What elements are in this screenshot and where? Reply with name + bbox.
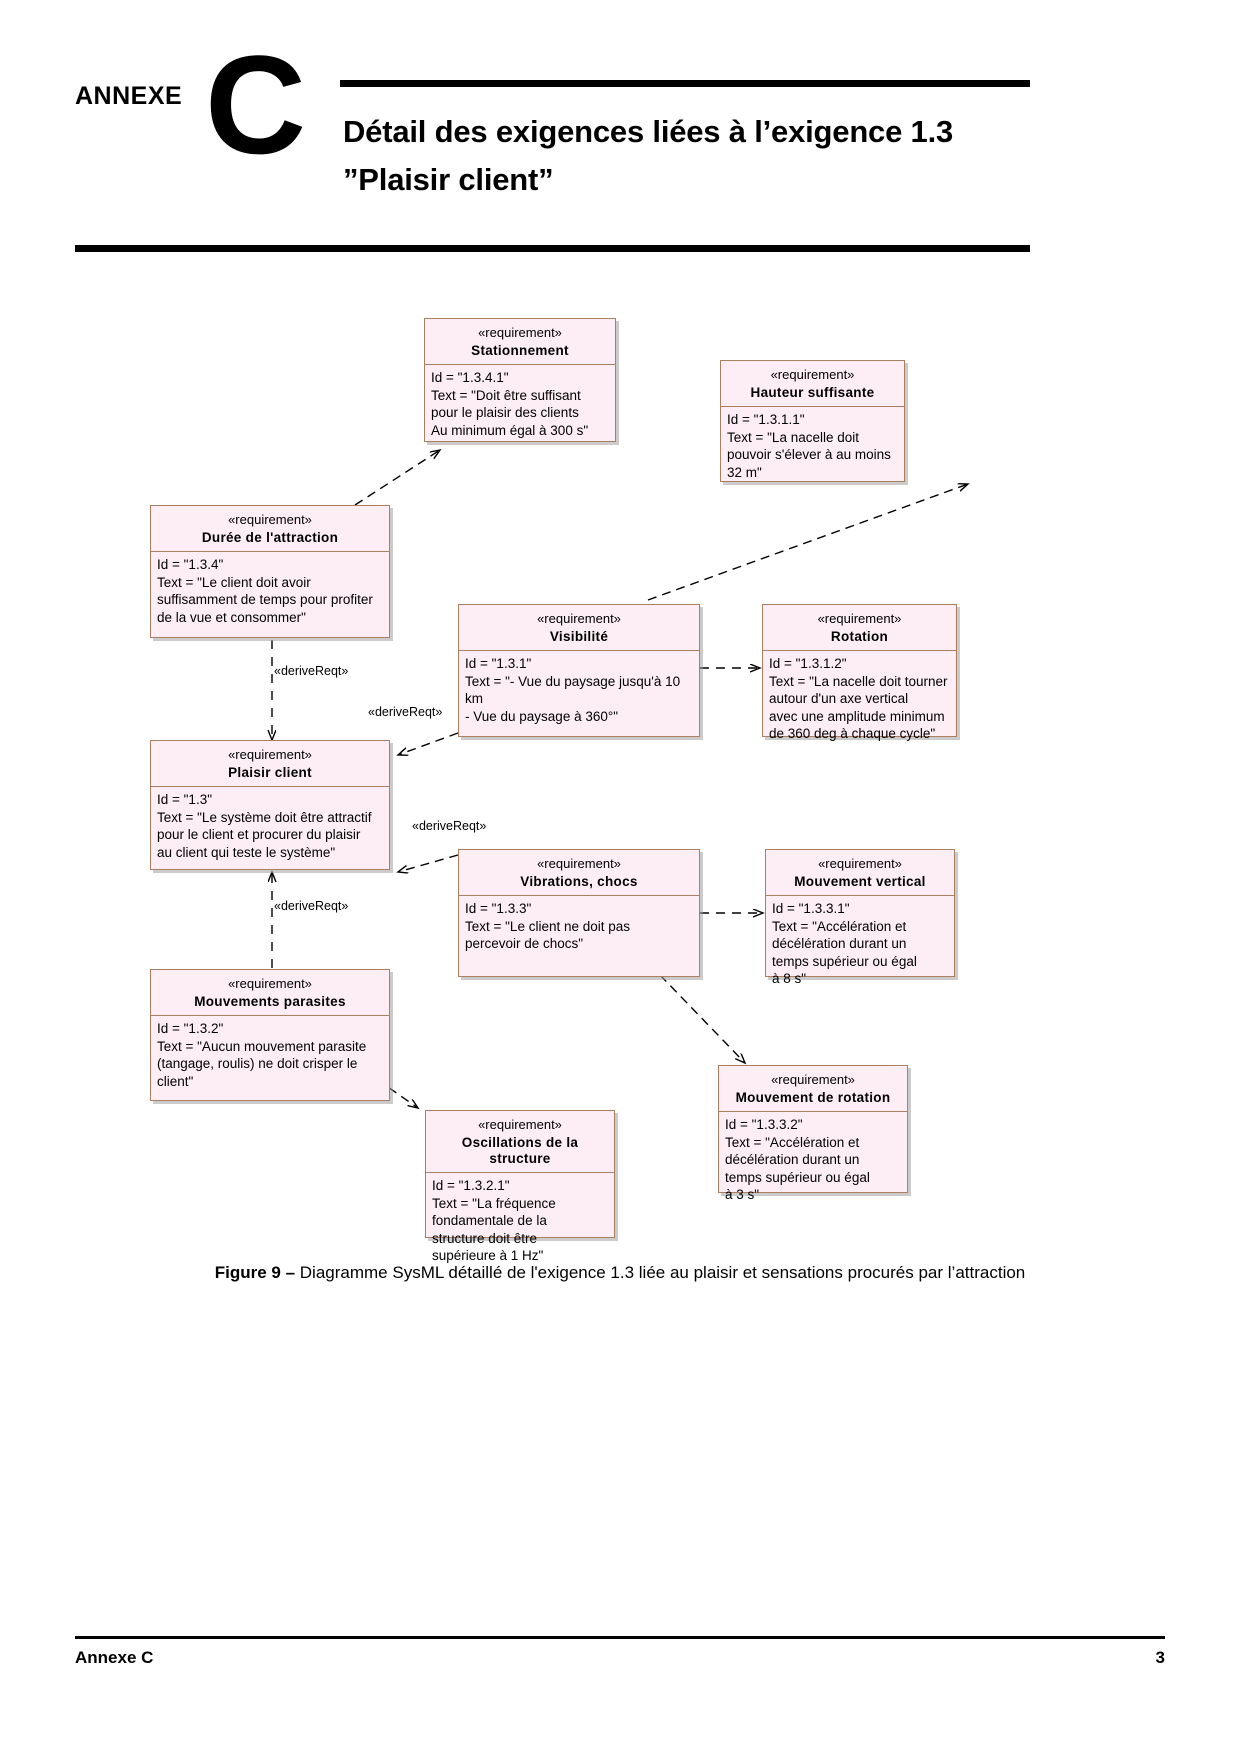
requirement-stereotype: «requirement» [537,611,621,626]
requirement-header: «requirement» Mouvement vertical [766,850,954,896]
requirement-node-mouvement-vertical[interactable]: «requirement» Mouvement vertical Id = "1… [765,849,955,986]
edge-label-visibilite-to-plaisir: «deriveReqt» [368,705,443,719]
requirement-header: «requirement» Vibrations, chocs [459,850,699,896]
requirement-stereotype: «requirement» [228,747,312,762]
requirement-node-stationnement[interactable]: «requirement» Stationnement Id = "1.3.4.… [424,318,616,442]
requirement-header: «requirement» Hauteur suffisante [721,361,904,407]
requirement-name: Mouvement de rotation [735,1090,891,1105]
requirement-name: Mouvement vertical [794,874,926,889]
annex-header: ANNEXE C Détail des exigences liées à l’… [75,35,1165,260]
requirement-name: Oscillations de la structure [461,1135,579,1166]
footer-rule [75,1636,1165,1639]
requirement-name: Vibrations, chocs [520,874,638,889]
edge-vibrations-to-plaisir [398,854,459,872]
requirement-body: Id = "1.3.1.2" Text = "La nacelle doit t… [769,656,948,741]
requirement-name: Stationnement [471,343,569,358]
edge-vibrations-to-mouvement-rotation [659,974,745,1063]
requirement-header: «requirement» Oscillations de la structu… [426,1111,614,1173]
requirement-node-vibrations-chocs[interactable]: «requirement» Vibrations, chocs Id = "1.… [458,849,700,977]
requirement-body: Id = "1.3.4.1" Text = "Doit être suffisa… [431,370,589,438]
annex-letter: C [205,26,307,183]
requirement-body: Id = "1.3.3.1" Text = "Accélération et d… [772,901,917,986]
figure-caption: Figure 9 – Diagramme SysML détaillé de l… [150,1258,1090,1287]
requirement-node-mouvement-de-rotation[interactable]: «requirement» Mouvement de rotation Id =… [718,1065,908,1202]
requirement-header: «requirement» Plaisir client [151,741,389,787]
requirement-stereotype: «requirement» [228,512,312,527]
edge-visibilite-to-hauteur [647,484,968,601]
requirement-node-mouvements-parasites[interactable]: «requirement» Mouvements parasites Id = … [150,969,390,1101]
header-rule-bottom [75,245,1030,252]
requirement-name: Hauteur suffisante [750,385,875,400]
requirement-name: Mouvements parasites [194,994,346,1009]
figure-caption-text: Diagramme SysML détaillé de l'exigence 1… [295,1263,1026,1282]
requirement-node-oscillations-structure[interactable]: «requirement» Oscillations de la structu… [425,1110,615,1263]
requirement-body: Id = "1.3.4" Text = "Le client doit avoi… [157,557,373,625]
requirement-body: Id = "1.3.3" Text = "Le client ne doit p… [465,901,631,951]
requirement-node-plaisir-client[interactable]: «requirement» Plaisir client Id = "1.3" … [150,740,390,870]
requirement-node-hauteur-suffisante[interactable]: «requirement» Hauteur suffisante Id = "1… [720,360,905,482]
requirement-node-visibilite[interactable]: «requirement» Visibilité Id = "1.3.1" Te… [458,604,700,737]
requirement-header: «requirement» Visibilité [459,605,699,651]
edge-duree-to-stationnement [354,450,440,506]
edge-label-parasites-to-plaisir: «deriveReqt» [274,899,349,913]
requirement-node-rotation[interactable]: «requirement» Rotation Id = "1.3.1.2" Te… [762,604,957,741]
requirement-stereotype: «requirement» [770,367,855,382]
edge-label-duree-to-plaisir: «deriveReqt» [274,664,349,678]
requirement-header: «requirement» Rotation [763,605,956,651]
footer-page-number: 3 [1155,1648,1165,1667]
header-rule-top [340,80,1030,87]
requirement-body: Id = "1.3.1.1" Text = "La nacelle doit p… [727,412,891,480]
requirement-name: Durée de l'attraction [201,530,339,545]
requirement-stereotype: «requirement» [817,611,902,626]
requirement-name: Visibilité [549,629,609,644]
requirement-header: «requirement» Mouvements parasites [151,970,389,1016]
requirement-body: Id = "1.3.2" Text = "Aucun mouvement par… [157,1021,367,1089]
page-title: Détail des exigences liées à l’exigence … [343,114,954,197]
requirement-stereotype: «requirement» [478,325,562,340]
footer-annex-label: Annexe C [75,1648,154,1667]
annex-word-label: ANNEXE [75,82,183,110]
requirement-stereotype: «requirement» [228,976,312,991]
requirement-header: «requirement» Stationnement [425,319,615,365]
requirement-header: «requirement» Durée de l'attraction [151,506,389,552]
figure-number: Figure 9 – [214,1263,296,1282]
requirement-name: Plaisir client [228,765,312,780]
requirement-body: Id = "1.3" Text = "Le système doit être … [157,792,372,860]
edge-label-vibrations-to-plaisir: «deriveReqt» [412,819,487,833]
requirement-body: Id = "1.3.2.1" Text = "La fréquence fond… [432,1178,556,1263]
requirement-body: Id = "1.3.1" Text = "- Vue du paysage ju… [465,656,681,724]
requirement-stereotype: «requirement» [478,1117,562,1132]
requirement-name: Rotation [830,629,889,644]
requirement-stereotype: «requirement» [771,1072,855,1087]
requirement-header: «requirement» Mouvement de rotation [719,1066,907,1112]
requirement-stereotype: «requirement» [818,856,902,871]
requirement-node-duree-attraction[interactable]: «requirement» Durée de l'attraction Id =… [150,505,390,638]
requirement-body: Id = "1.3.3.2" Text = "Accélération et d… [725,1117,870,1202]
edge-visibilite-to-plaisir [398,732,459,755]
requirement-stereotype: «requirement» [537,856,621,871]
